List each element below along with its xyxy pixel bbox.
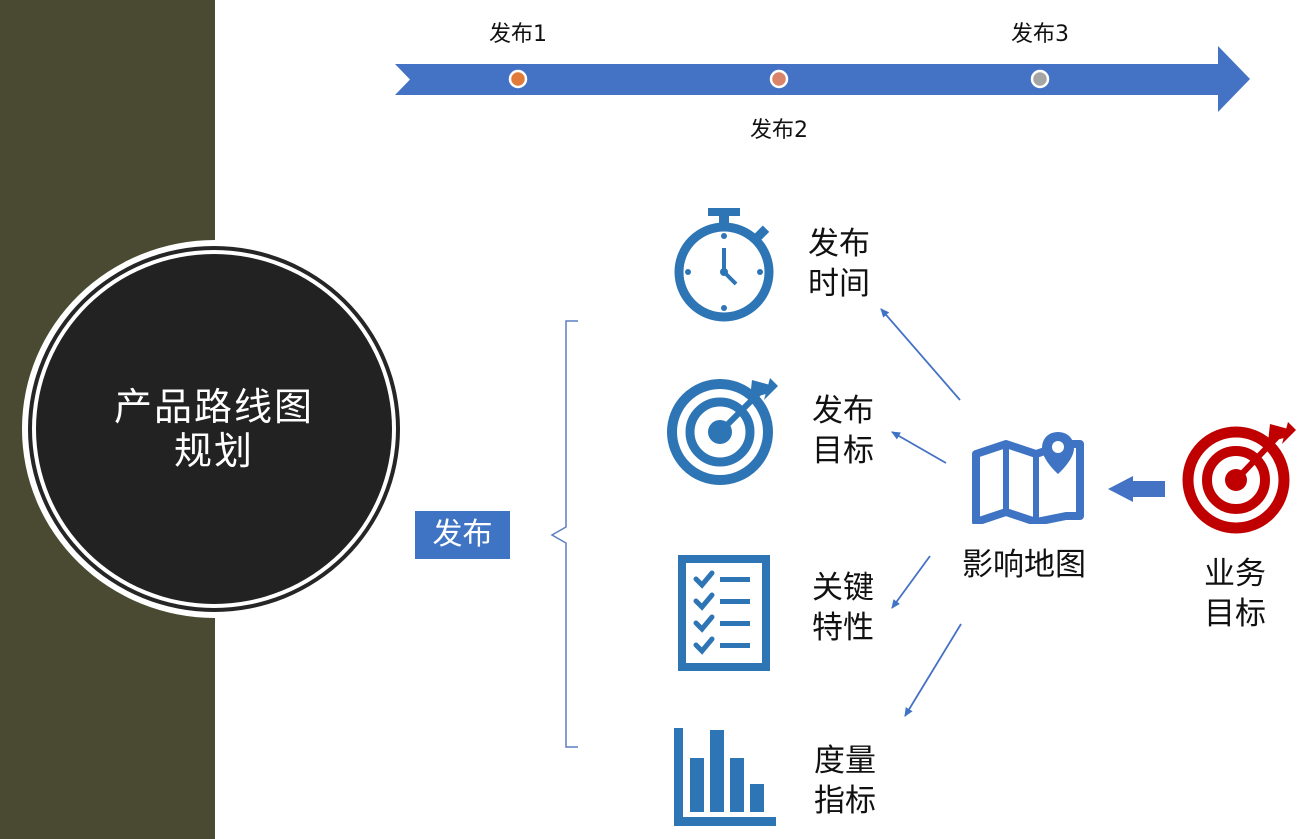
business-goal-label: 业务 目标 — [1204, 554, 1266, 634]
map-pin-icon — [972, 432, 1084, 524]
item-label-line: 指标 — [814, 783, 876, 819]
arrow-to-time — [880, 308, 961, 401]
item-label-line: 特性 — [812, 610, 874, 646]
timeline-label-1: 发布1 — [489, 22, 547, 47]
item-label-key-features: 关键 特性 — [812, 568, 874, 648]
impact-map-label: 影响地图 — [962, 547, 1086, 583]
item-label-line: 目标 — [812, 433, 874, 469]
title-line-1: 产品路线图 — [113, 385, 314, 429]
arrow-to-goal — [891, 431, 947, 464]
stopwatch-icon — [674, 208, 774, 322]
arrow-to-metrics — [904, 623, 962, 717]
business-to-map-arrow — [1108, 476, 1165, 502]
arrow-to-features — [891, 555, 931, 609]
timeline-dot-1 — [508, 69, 528, 89]
title-circle — [36, 254, 392, 604]
timeline-dot-2 — [769, 69, 789, 89]
timeline-arrow — [395, 46, 1250, 112]
timeline-label-3: 发布3 — [1011, 22, 1069, 47]
item-label-release-goal: 发布 目标 — [812, 391, 874, 471]
item-label-release-time: 发布 时间 — [808, 224, 870, 304]
item-label-line: 发布 — [808, 226, 870, 262]
bar-chart-icon — [674, 728, 776, 826]
diagram-title: 产品路线图 规划 — [36, 254, 392, 604]
target-icon — [667, 378, 778, 485]
item-label-line: 业务 — [1204, 556, 1266, 592]
title-line-2: 规划 — [173, 429, 254, 473]
checklist-icon — [678, 555, 770, 671]
bracket — [550, 320, 578, 748]
release-box: 发布 — [415, 511, 510, 559]
item-label-line: 关键 — [812, 570, 874, 606]
item-label-line: 时间 — [808, 266, 870, 302]
timeline-label-2: 发布2 — [750, 118, 808, 143]
item-label-line: 度量 — [814, 743, 876, 779]
item-label-line: 发布 — [812, 393, 874, 429]
red-target-icon — [1182, 422, 1296, 534]
item-label-metrics: 度量 指标 — [814, 741, 876, 821]
timeline-dot-3 — [1030, 69, 1050, 89]
item-label-line: 目标 — [1204, 596, 1266, 632]
